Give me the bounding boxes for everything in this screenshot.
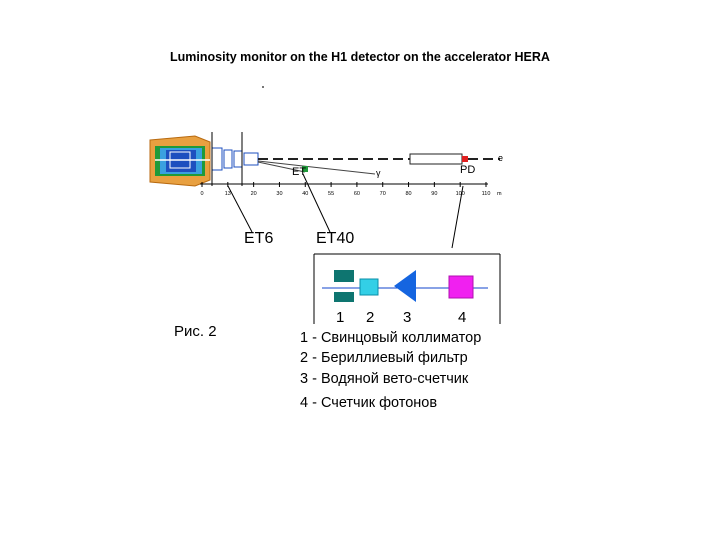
axis-tick-label: 100: [456, 191, 465, 197]
legend-item-2: 2 - Бериллиевый фильтр: [300, 350, 468, 366]
collimator-upper-block: [334, 270, 354, 282]
figure-title: Luminosity monitor on the H1 detector on…: [170, 50, 550, 64]
axis-tick-label: 20: [251, 191, 257, 197]
axis-tick-label: 40: [302, 191, 308, 197]
stray-dot: [262, 86, 264, 88]
legend-item-4: 4 - Счетчик фотонов: [300, 395, 438, 411]
et6-label: ET6: [244, 230, 274, 247]
axis-tick-label: 80: [405, 191, 411, 197]
beryllium-filter: [359, 278, 379, 296]
photon-detector-inset: [313, 253, 501, 324]
axis-tick-label: 70: [380, 191, 386, 197]
photon-detector-marker: [462, 156, 468, 162]
axis-ticks: 0 13 20 30 40 55 60 70 80 90 100 110 m: [200, 182, 502, 197]
collimator-lower-block: [334, 292, 354, 302]
electron-label: e: [498, 153, 504, 163]
veto-counter: [394, 270, 416, 302]
axis-tick-label: 60: [354, 191, 360, 197]
et40-label: ET40: [316, 230, 355, 247]
figure-label: Рис. 2: [174, 323, 217, 340]
detector-number-1: 1: [336, 309, 345, 326]
et-label: ET: [292, 166, 307, 178]
et40-callout-line: [302, 173, 331, 233]
pd-callout-line: [451, 185, 464, 249]
axis-tick-label: 110: [482, 191, 491, 197]
axis-tick-label: 90: [431, 191, 437, 197]
beam-magnet: [409, 153, 463, 165]
gamma-label: γ: [376, 168, 381, 178]
legend-item-3: 3 - Водяной вето-счетчик: [300, 371, 469, 387]
electron-track-1: [257, 160, 376, 175]
beam-elements: [211, 132, 259, 186]
electron-track-2: [257, 161, 306, 173]
detector-number-3: 3: [403, 309, 412, 326]
et6-callout-line: [227, 185, 253, 233]
axis-unit-label: m: [497, 191, 502, 197]
axis-tick-label: 55: [328, 191, 334, 197]
legend-item-1: 1 - Свинцовый коллиматор: [300, 330, 482, 346]
axis-tick-label: 13: [225, 191, 231, 197]
pd-label: PD: [460, 164, 476, 176]
detector-number-2: 2: [366, 309, 375, 326]
photon-counter: [448, 275, 474, 299]
h1-detector: [149, 135, 211, 187]
electron-tagger-marker: [302, 166, 308, 172]
axis-tick-label: 30: [276, 191, 282, 197]
detector-number-4: 4: [458, 309, 467, 326]
axis-tick-label: 0: [200, 191, 203, 197]
